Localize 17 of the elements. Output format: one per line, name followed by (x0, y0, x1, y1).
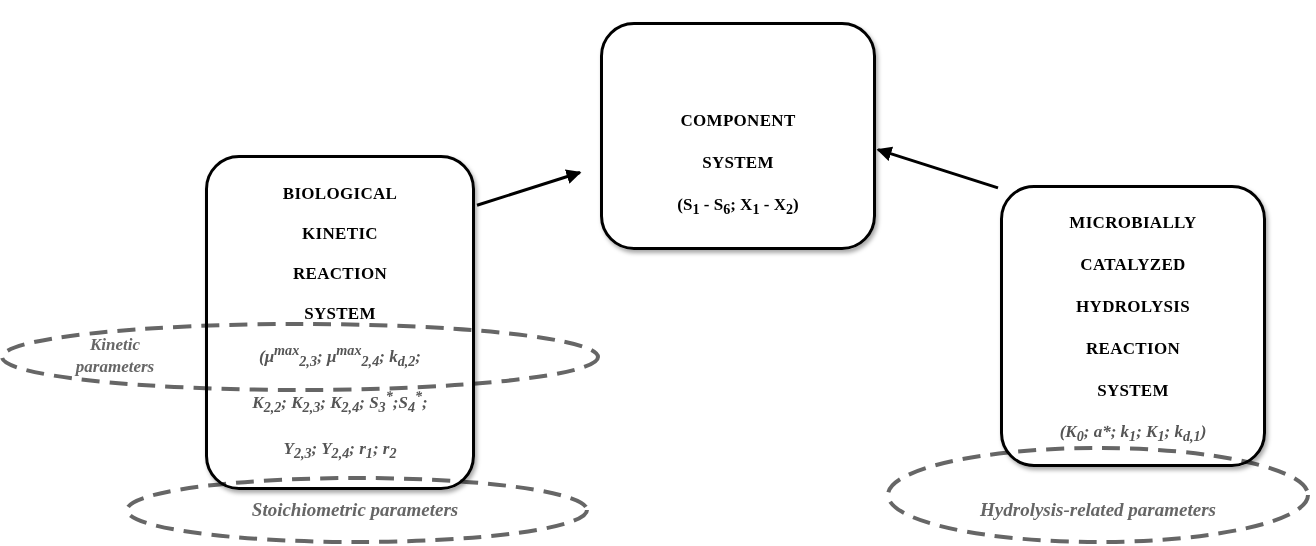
system-box (205, 155, 475, 490)
dashed-ellipse (0, 322, 600, 392)
parameter-list: (S$_{1}$ - S$_{6}$; X$_{1}$ - X$_{2}$) (608, 184, 868, 226)
system-box (600, 22, 876, 250)
parameter-list: (K$_{0}$; a*; k$_{1}$; K$_{1}$; k$_{d,1}$) (1008, 412, 1258, 452)
ellipse-label: Hydrolysis-related parameters (979, 498, 1217, 522)
ellipse-label: Stoichiometric parameters (250, 498, 460, 522)
dashed-ellipse (125, 476, 589, 544)
parameter-list: (μ$^{max}$$_{2,3}$; μ$^{max}$$_{2,4}$; k$_{d,2}$; K$_{2,2}$; K$_{2,3}$; K$_{2,4}$; S$_{3}$$^{*}$;S$_{4}$$^{*}$; Y$_{2,3}$; Y$_{2,4}$; r$_{1}$; r$_{2}$ (240, 334, 440, 472)
arrow (876, 146, 999, 190)
system-box (1000, 185, 1266, 467)
box-title: MICROBIALLY CATALYZED HYDROLYSIS REACTION SYSTEM (1068, 212, 1198, 402)
box-title: BIOLOGICAL KINETIC REACTION SYSTEM (281, 183, 399, 325)
ellipse-label: Kinetic parameters (73, 334, 156, 378)
arrow (476, 169, 582, 207)
box-title: COMPONENT SYSTEM (679, 110, 797, 174)
dashed-ellipse (886, 446, 1310, 544)
